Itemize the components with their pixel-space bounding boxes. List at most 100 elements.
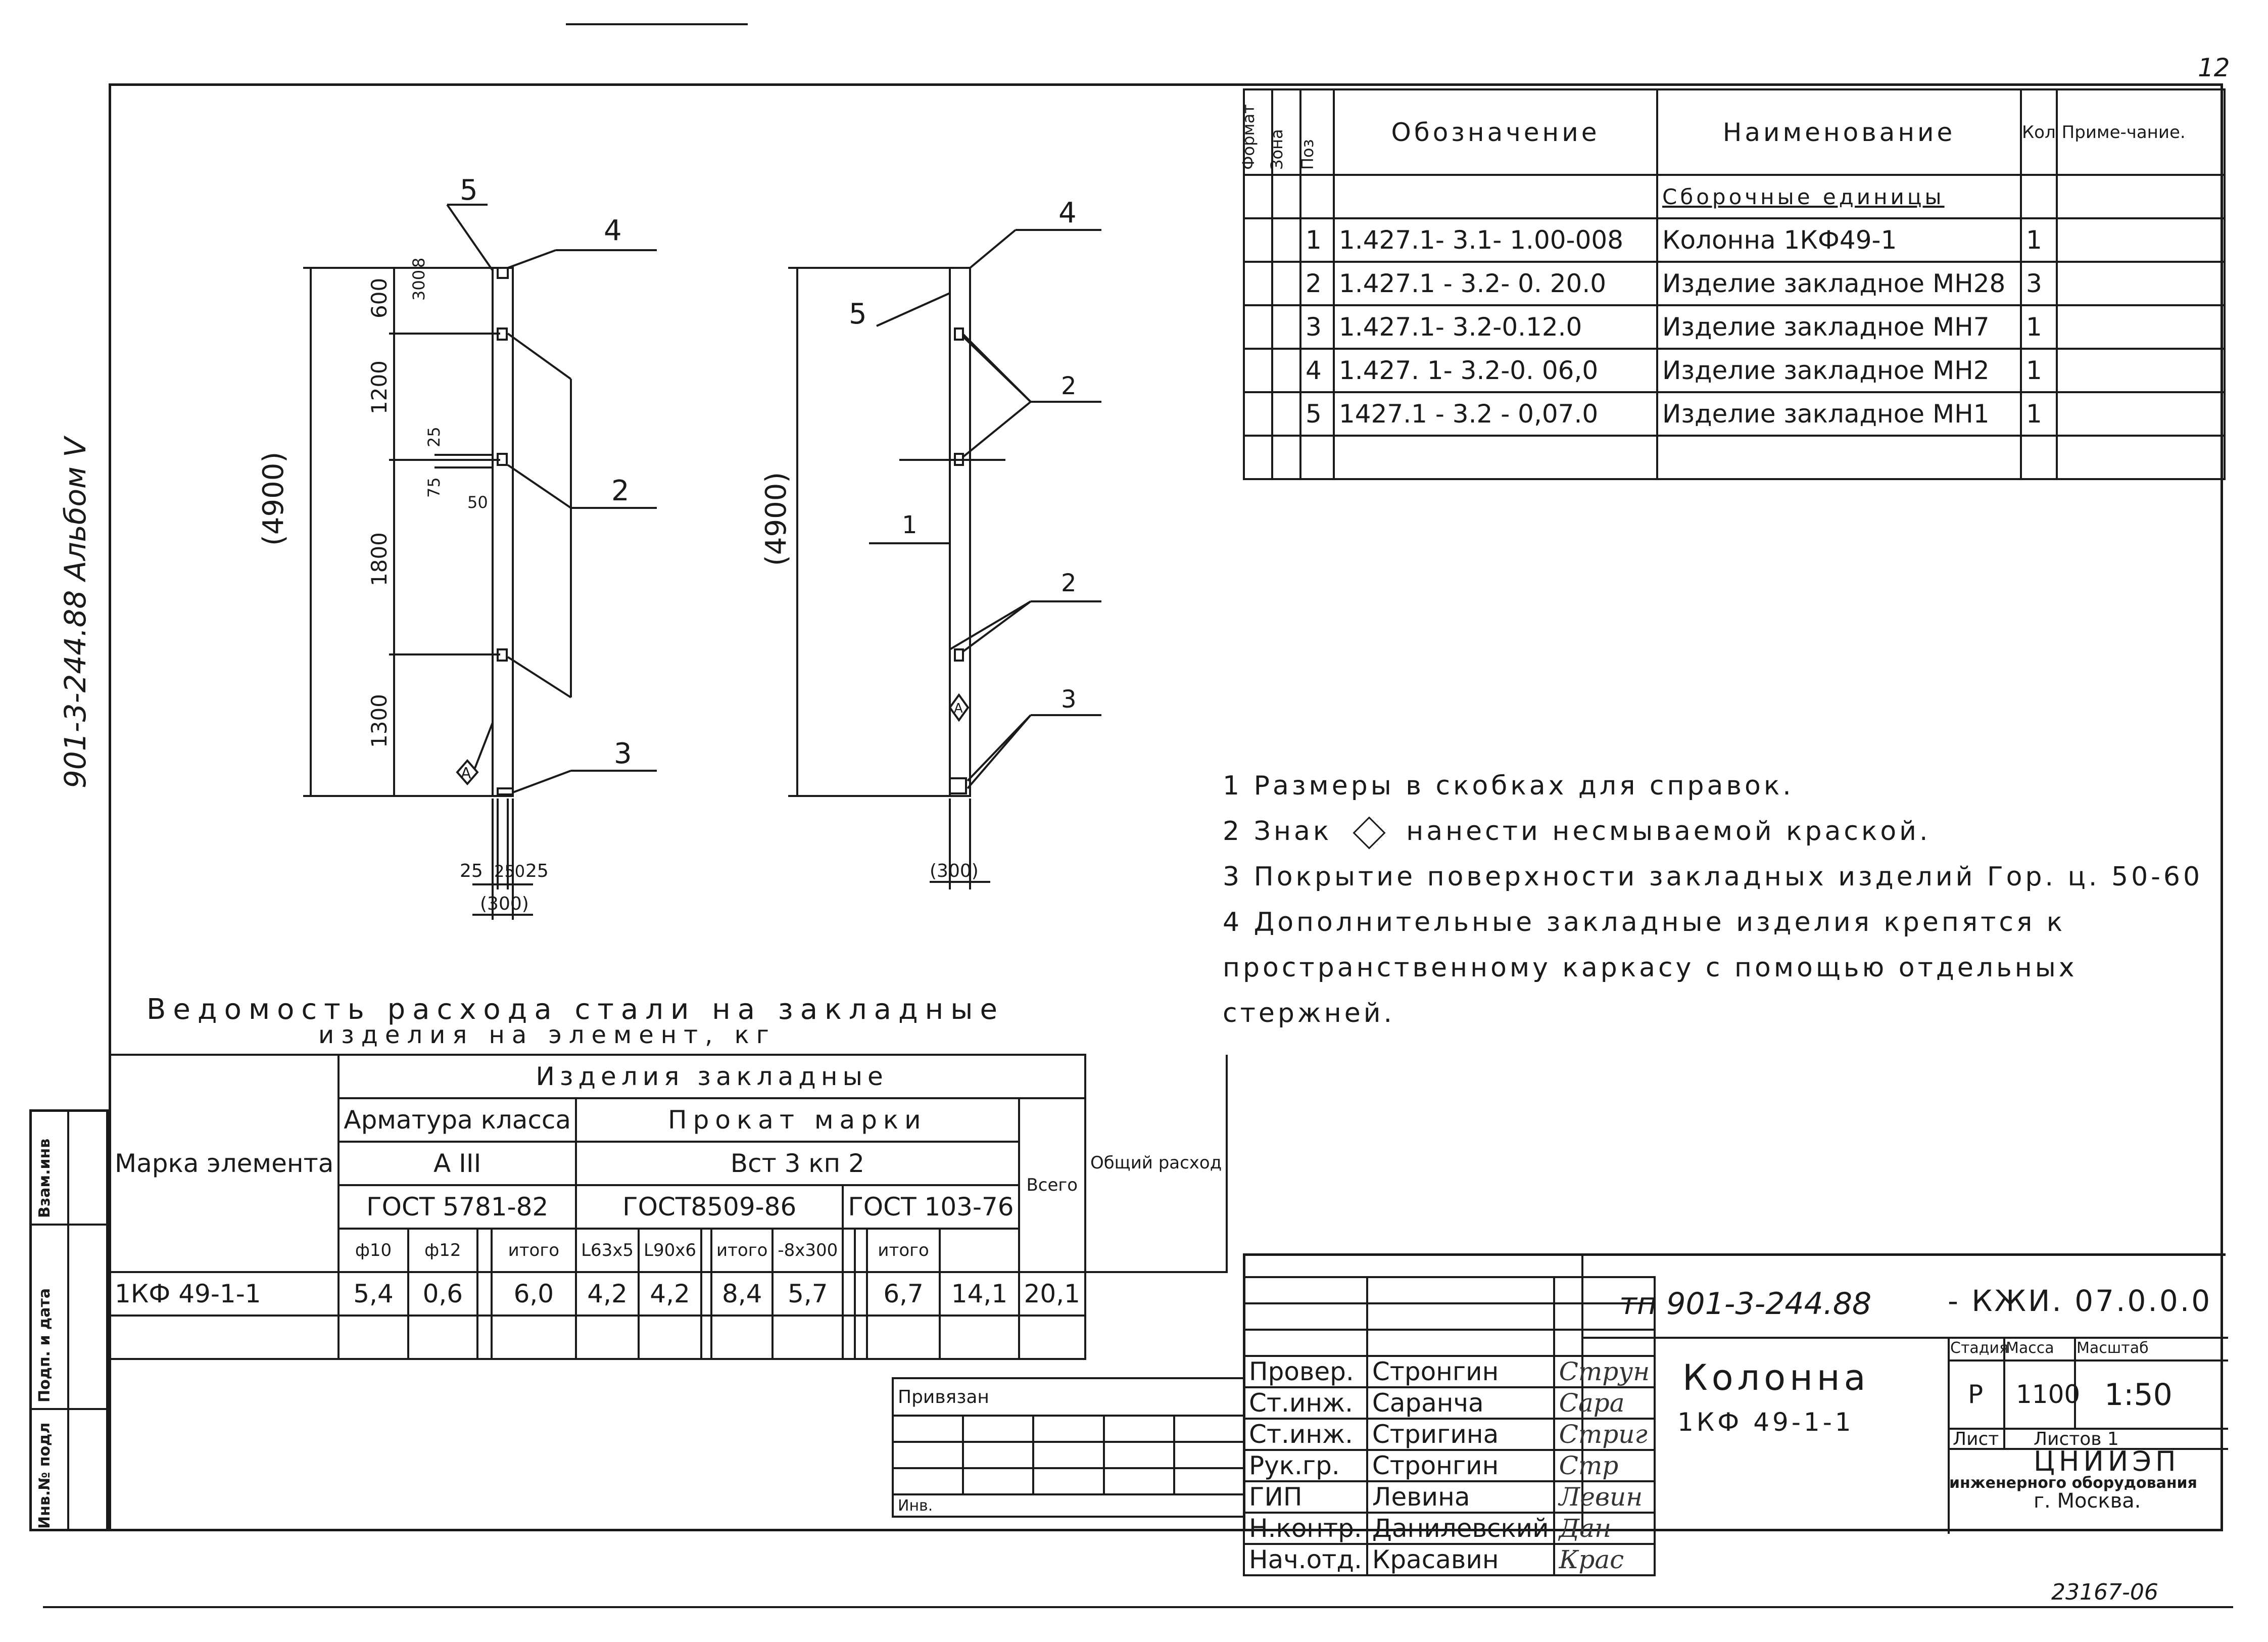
- callout-2-right-a: 2: [1061, 372, 1077, 400]
- cell: 4,2: [638, 1271, 703, 1317]
- side-strip: Взам.инв Подп. и дата Инв.№ подл: [29, 1109, 109, 1531]
- person: Стронгин: [1366, 1449, 1555, 1482]
- sub-l90: L90x6: [638, 1228, 703, 1273]
- row-mark: 1КФ 49-1-1: [108, 1271, 340, 1317]
- steel-armatura-gost: ГОСТ 5781-82: [337, 1184, 577, 1230]
- binding-table: Привязан Инв.: [891, 1377, 1246, 1518]
- steel-group: Изделия закладные: [337, 1054, 1086, 1099]
- table-row: 5 1427.1 - 3.2 - 0,07.0 Изделие закладно…: [1243, 391, 2226, 437]
- mass-label: Масса: [2006, 1339, 2054, 1357]
- row-qty: 3: [2020, 261, 2058, 306]
- cell: 0,6: [407, 1271, 479, 1317]
- title-block: тп 901-3-244.88 - КЖИ. 07.0.0.0 Колонна …: [1243, 1253, 2228, 1534]
- org-dept: инженерного оборудования: [1949, 1474, 2197, 1492]
- spec-header-format: Формат: [1239, 88, 1273, 176]
- stage-label: Стадия: [1950, 1339, 2009, 1357]
- notes: 1 Размеры в скобках для справок. 2 Знак …: [1223, 763, 2203, 1036]
- callout-4-right: 4: [1058, 197, 1077, 229]
- table-row: 3 1.427.1- 3.2-0.12.0 Изделие закладное …: [1243, 304, 2226, 350]
- callout-2-right-b: 2: [1061, 569, 1077, 597]
- dim-8: 8: [409, 258, 428, 268]
- steel-total-hdr: Всего: [1018, 1097, 1086, 1273]
- right-overall-dim: (4900): [760, 472, 793, 566]
- steel-prokat-mark: Вст 3 кп 2: [575, 1141, 1020, 1186]
- spec-header-qty: Кол: [2020, 88, 2058, 176]
- stage-value: Р: [1968, 1380, 1984, 1409]
- role: Нач.отд.: [1243, 1543, 1368, 1576]
- cell-general: 20,1: [1018, 1271, 1086, 1317]
- person: Стронгин: [1366, 1355, 1555, 1388]
- cell-total: 14,1: [939, 1271, 1020, 1317]
- doc-suffix: - КЖИ. 07.0.0.0: [1948, 1284, 2212, 1318]
- mark-a-left: A: [461, 765, 471, 782]
- role: ГИП: [1243, 1480, 1368, 1514]
- mark-a-right: A: [954, 701, 963, 716]
- signature: Стр: [1553, 1449, 1656, 1482]
- steel-prokat: Прокат марки: [575, 1097, 1020, 1143]
- callout-1-right: 1: [902, 511, 918, 539]
- cell: [700, 1271, 713, 1317]
- person: Саранча: [1366, 1386, 1555, 1420]
- callout-5-right: 5: [849, 298, 867, 331]
- right-bottom-dim: (300): [930, 861, 979, 881]
- column-elevation-left: [492, 267, 514, 797]
- row-pos: 4: [1299, 348, 1335, 393]
- row-name: Изделие закладное МН2: [1656, 348, 2022, 393]
- org-name: ЦНИИЭП: [2034, 1445, 2180, 1477]
- signature: Сара: [1553, 1386, 1656, 1420]
- sub-l63: L63x5: [575, 1228, 640, 1273]
- dim-1200: 1200: [367, 360, 392, 414]
- inv-label: Инв.: [892, 1493, 1245, 1518]
- dim-1300: 1300: [367, 694, 392, 748]
- steel-armatura: Арматура класса: [337, 1097, 577, 1143]
- row-pos: 5: [1299, 391, 1335, 437]
- callout-3-right: 3: [1061, 685, 1077, 714]
- dim-1800: 1800: [367, 532, 392, 586]
- spec-section: Сборочные единицы: [1656, 174, 2022, 219]
- dim-bottom-300: (300): [480, 894, 529, 914]
- table-row: 1КФ 49-1-1 5,4 0,6 6,0 4,2 4,2 8,4 5,7 6…: [108, 1271, 1227, 1317]
- sub-empty: [476, 1228, 493, 1273]
- sub-total-b: итого: [710, 1228, 774, 1273]
- steel-table-subtitle: изделия на элемент, кг: [318, 1021, 776, 1049]
- cell: [476, 1271, 493, 1317]
- sub-empty: [854, 1228, 868, 1273]
- sub-d12: ф12: [407, 1228, 479, 1273]
- dim-bottom-25a: 25: [460, 861, 483, 881]
- cell: 6,7: [865, 1271, 941, 1317]
- signature: Крас: [1553, 1543, 1656, 1576]
- left-overall-dim: (4900): [257, 452, 290, 546]
- callout-2-left: 2: [611, 475, 630, 507]
- table-row: 1 1.427.1- 3.1- 1.00-008 Колонна 1КФ49-1…: [1243, 217, 2226, 263]
- steel-prokat-gost1: ГОСТ8509-86: [575, 1184, 844, 1230]
- cell: [842, 1271, 856, 1317]
- drawing-subtitle: 1КФ 49-1-1: [1677, 1408, 1854, 1437]
- person: Данилевский: [1366, 1512, 1555, 1545]
- spec-header-name: Наименование: [1656, 88, 2022, 176]
- page-number: 12: [2198, 53, 2230, 82]
- dim-50: 50: [467, 493, 488, 512]
- bound-label: Привязан: [892, 1377, 1245, 1417]
- note-1: 1 Размеры в скобках для справок.: [1223, 771, 1794, 801]
- row-name: Изделие закладное МН7: [1656, 304, 2022, 350]
- row-qty: 1: [2020, 304, 2058, 350]
- row-name: Изделие закладное МН28: [1656, 261, 2022, 306]
- callout-3-left: 3: [614, 737, 632, 770]
- spec-header-note: Приме-чание.: [2055, 88, 2226, 176]
- sub-total-a: итого: [490, 1228, 577, 1273]
- steel-table: Марка элемента Изделия закладные Общий р…: [108, 1054, 1228, 1360]
- note-4-end: стержней.: [1223, 998, 1395, 1028]
- doc-code: тп 901-3-244.88: [1619, 1286, 1872, 1322]
- dim-25: 25: [424, 427, 444, 447]
- row-qty: 1: [2020, 217, 2058, 263]
- row-designation: 1.427. 1- 3.2-0. 06,0: [1333, 348, 1658, 393]
